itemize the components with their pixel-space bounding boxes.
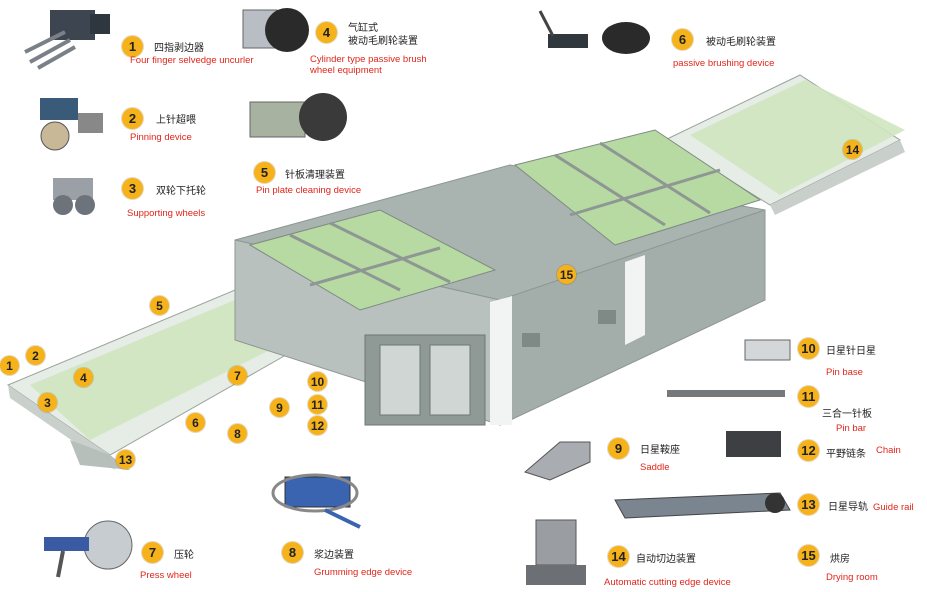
callout-9: 9 [270, 398, 289, 417]
callout-3: 3 [38, 393, 57, 412]
legend-cn-13: 日星导轨 [828, 502, 868, 513]
saddle-image [523, 441, 591, 481]
legend-cn-6: 被动毛刷轮装置 [706, 37, 776, 48]
selvedge-uncurler-image [24, 10, 110, 70]
legend-cn-9: 日星鞍座 [640, 445, 680, 456]
legend-badge-12: 12 [798, 440, 819, 461]
legend-badge-1: 1 [122, 36, 143, 57]
legend-cn-5: 针板清理装置 [285, 170, 345, 181]
pin-plate-cleaning-image [249, 93, 347, 141]
legend-en-1: Four finger selvedge uncurler [130, 55, 254, 66]
legend-cn-15: 烘房 [830, 554, 850, 565]
legend-cn-3: 双轮下托轮 [156, 186, 206, 197]
callout-5: 5 [150, 296, 169, 315]
press-wheel-image [44, 520, 133, 578]
guide-rail-image [614, 492, 791, 519]
legend-en-15: Drying room [826, 572, 878, 583]
pinning-device-image [40, 98, 103, 151]
legend-badge-15: 15 [798, 545, 819, 566]
callout-12: 12 [308, 416, 327, 435]
legend-badge-3: 3 [122, 178, 143, 199]
callout-2: 2 [26, 346, 45, 365]
legend-badge-5: 5 [254, 162, 275, 183]
legend-en-4: Cylinder type passive brush wheel equipm… [310, 54, 427, 76]
supporting-wheels-image [53, 178, 95, 215]
callout-11: 11 [308, 395, 327, 414]
callout-8: 8 [228, 424, 247, 443]
callout-6: 6 [186, 413, 205, 432]
legend-badge-7: 7 [142, 542, 163, 563]
callout-10: 10 [308, 372, 327, 391]
legend-en-12: Chain [876, 445, 901, 456]
legend-en-7: Press wheel [140, 570, 192, 581]
legend-en-13: Guide rail [873, 502, 914, 513]
callout-14: 14 [843, 140, 862, 159]
chain-image [726, 431, 781, 457]
legend-cn-12: 平野链条 [826, 449, 866, 460]
callout-1: 1 [0, 356, 19, 375]
legend-badge-4: 4 [316, 22, 337, 43]
legend-en-9: Saddle [640, 462, 670, 473]
passive-brushing-image [538, 10, 650, 54]
legend-cn-2: 上针超喂 [156, 115, 196, 126]
legend-cn-14: 自动切边装置 [636, 554, 696, 565]
cutting-edge-image [526, 519, 586, 585]
legend-cn-4: 气缸式 被动毛刷轮装置 [348, 23, 418, 47]
legend-badge-10: 10 [798, 338, 819, 359]
cylinder-brush-wheel-image [242, 8, 309, 52]
pin-bar-image [667, 390, 785, 397]
legend-cn-11: 三合一针板 [822, 409, 872, 420]
legend-en-5: Pin plate cleaning device [256, 185, 362, 196]
legend-cn-1: 四指剥边器 [154, 43, 204, 54]
callout-13: 13 [116, 450, 135, 469]
legend-en-6: passive brushing device [673, 58, 775, 69]
legend-en-2: Pinning device [130, 132, 192, 143]
legend-en-10: Pin base [826, 367, 863, 378]
legend-en-11: Pin bar [836, 423, 867, 434]
legend-cn-8: 浆边装置 [314, 550, 354, 561]
callout-4: 4 [74, 368, 93, 387]
legend-badge-11: 11 [798, 386, 819, 407]
legend-badge-6: 6 [672, 29, 693, 50]
callout-7: 7 [228, 366, 247, 385]
grumming-edge-image [271, 473, 361, 529]
legend-cn-7: 压轮 [174, 550, 194, 561]
pin-base-image [744, 339, 791, 361]
legend-en-14: Automatic cutting edge device [604, 577, 731, 588]
legend-badge-13: 13 [798, 494, 819, 515]
callout-15: 15 [557, 265, 576, 284]
legend-badge-2: 2 [122, 108, 143, 129]
legend-badge-14: 14 [608, 546, 629, 567]
legend-cn-10: 日星针日星 [826, 346, 876, 357]
legend-badge-9: 9 [608, 438, 629, 459]
legend-en-3: Supporting wheels [127, 208, 206, 219]
legend-badge-8: 8 [282, 542, 303, 563]
legend-en-8: Grumming edge device [314, 567, 413, 578]
